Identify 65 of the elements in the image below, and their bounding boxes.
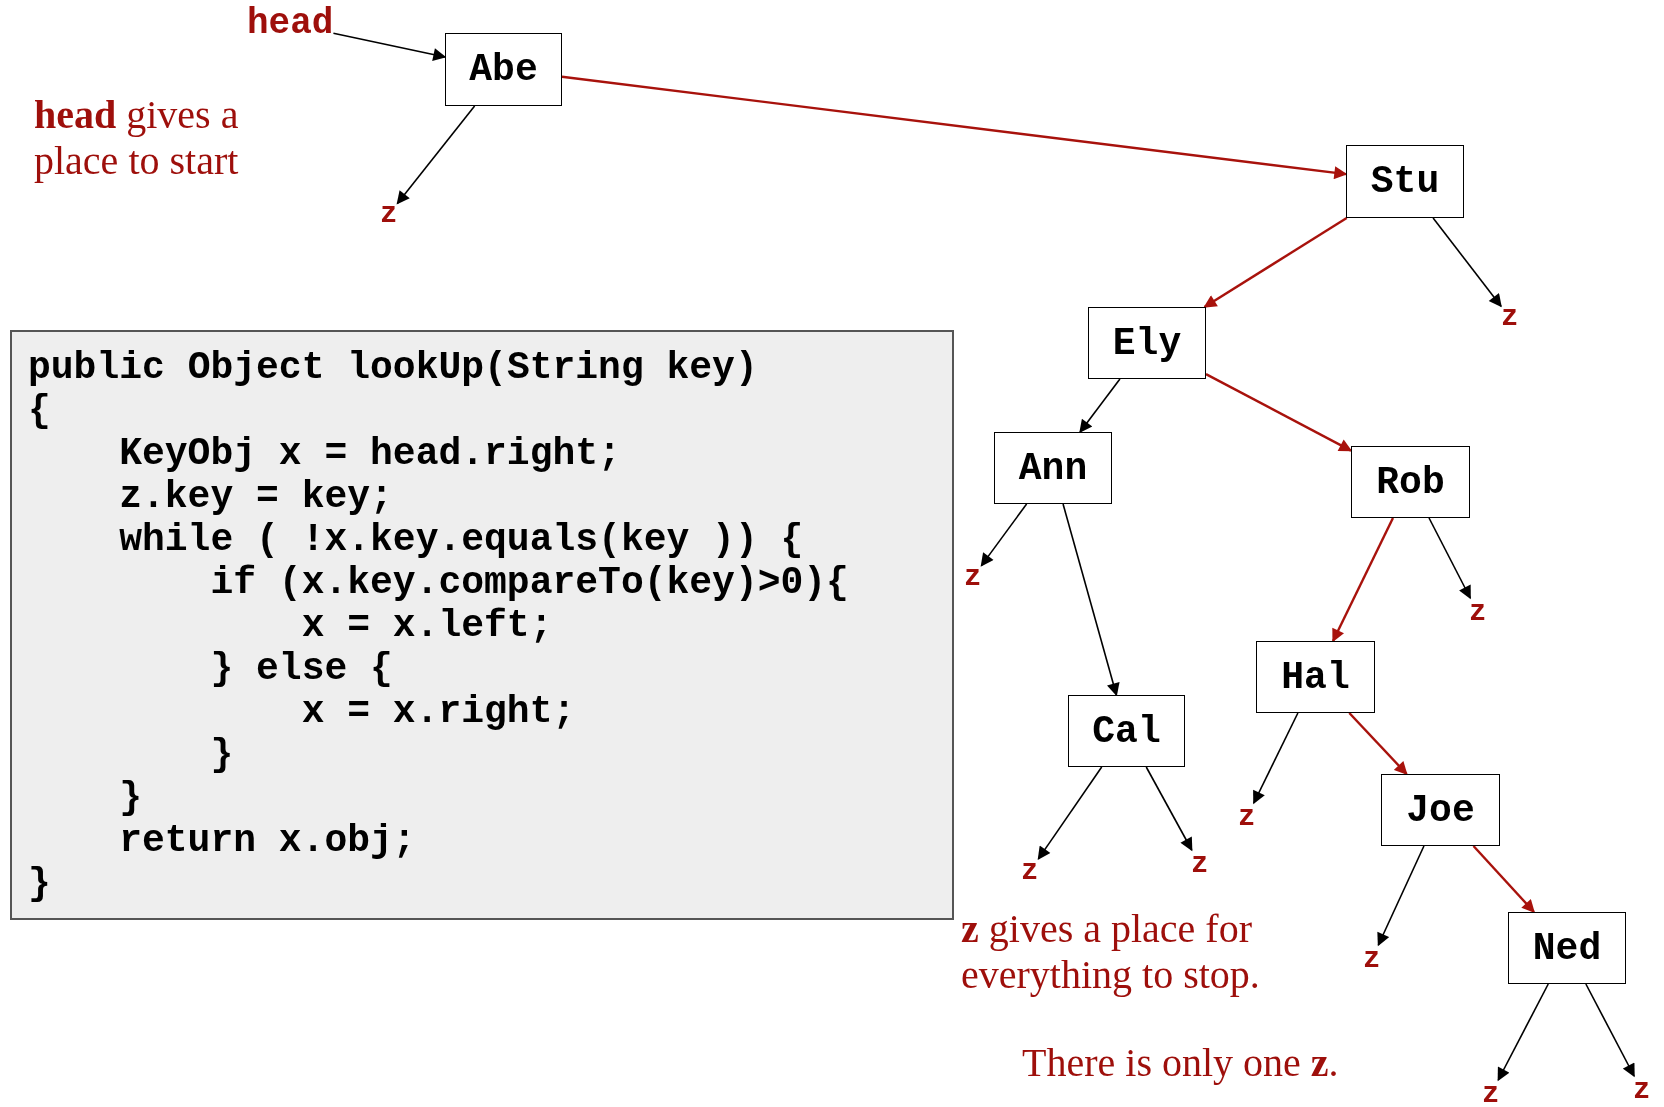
code-line: x = x.left; xyxy=(300,604,554,647)
arrow xyxy=(332,32,447,61)
code-line: z.key = key; xyxy=(118,475,394,518)
node-box xyxy=(1256,641,1375,713)
node-key: Cal xyxy=(1092,709,1161,753)
arrow xyxy=(1145,766,1193,852)
arrow xyxy=(1079,378,1121,434)
code-line: public Object lookUp(String key) xyxy=(28,346,759,389)
arrow xyxy=(1472,845,1535,913)
node-box xyxy=(1068,695,1185,767)
arrow xyxy=(1497,983,1550,1082)
code-line: } xyxy=(118,776,143,819)
pointer-label: z xyxy=(1238,803,1256,832)
arrow xyxy=(1377,845,1425,947)
code-line: while ( !x.key.equals(key )) { xyxy=(118,518,805,561)
arrow xyxy=(1037,766,1103,860)
node-box xyxy=(1508,912,1626,984)
node-key: Ely xyxy=(1112,321,1182,365)
arrow xyxy=(1428,517,1472,600)
arrow xyxy=(1432,217,1502,308)
code-line: } else { xyxy=(209,647,394,690)
pointer-label: z xyxy=(380,200,398,229)
pointer-label: z xyxy=(1363,945,1381,974)
arrow xyxy=(1062,503,1120,697)
node-key: Ann xyxy=(1018,446,1088,490)
node-box xyxy=(1381,774,1500,846)
arrow xyxy=(980,503,1028,567)
pointer-label: z xyxy=(1501,303,1519,332)
pointer-label: z xyxy=(964,563,982,592)
code-line: if (x.key.compareTo(key)>0){ xyxy=(209,561,850,604)
arrow xyxy=(1253,712,1299,805)
node-key: Ned xyxy=(1532,926,1602,970)
code-line: { xyxy=(28,389,52,432)
code-line: } xyxy=(28,862,52,905)
code-line: KeyObj x = head.right; xyxy=(118,432,622,475)
pointer-label: z xyxy=(1633,1076,1651,1105)
code-line: x = x.right; xyxy=(300,690,577,733)
arrow xyxy=(1203,217,1348,308)
node-box xyxy=(994,432,1112,504)
code-line: } xyxy=(209,733,235,776)
arrow xyxy=(1205,373,1353,452)
note-text: z gives a place for everything to stop. xyxy=(961,906,1261,998)
note-text: head gives a place to start xyxy=(34,92,240,184)
node-key: Hal xyxy=(1281,655,1350,699)
node-box xyxy=(445,33,562,106)
pointer-label: head xyxy=(247,6,334,42)
node-key: Stu xyxy=(1370,160,1440,203)
arrow xyxy=(1348,712,1408,775)
pointer-label: z xyxy=(1191,850,1209,879)
node-box xyxy=(1088,307,1206,379)
node-box xyxy=(1346,145,1464,218)
note-text: There is only one z. xyxy=(1022,1040,1340,1086)
node-box xyxy=(1351,446,1470,518)
arrow xyxy=(396,105,476,205)
pointer-label: z xyxy=(1469,598,1487,627)
node-key: Joe xyxy=(1406,788,1475,832)
code-panel xyxy=(10,330,954,920)
pointer-label: z xyxy=(1482,1080,1500,1107)
code-line: return x.obj; xyxy=(118,819,417,862)
node-key: Abe xyxy=(469,48,538,91)
pointer-label: z xyxy=(1021,857,1039,886)
node-key: Rob xyxy=(1376,460,1445,504)
arrow xyxy=(1331,517,1395,643)
arrow xyxy=(1585,983,1635,1078)
arrow xyxy=(561,75,1348,180)
